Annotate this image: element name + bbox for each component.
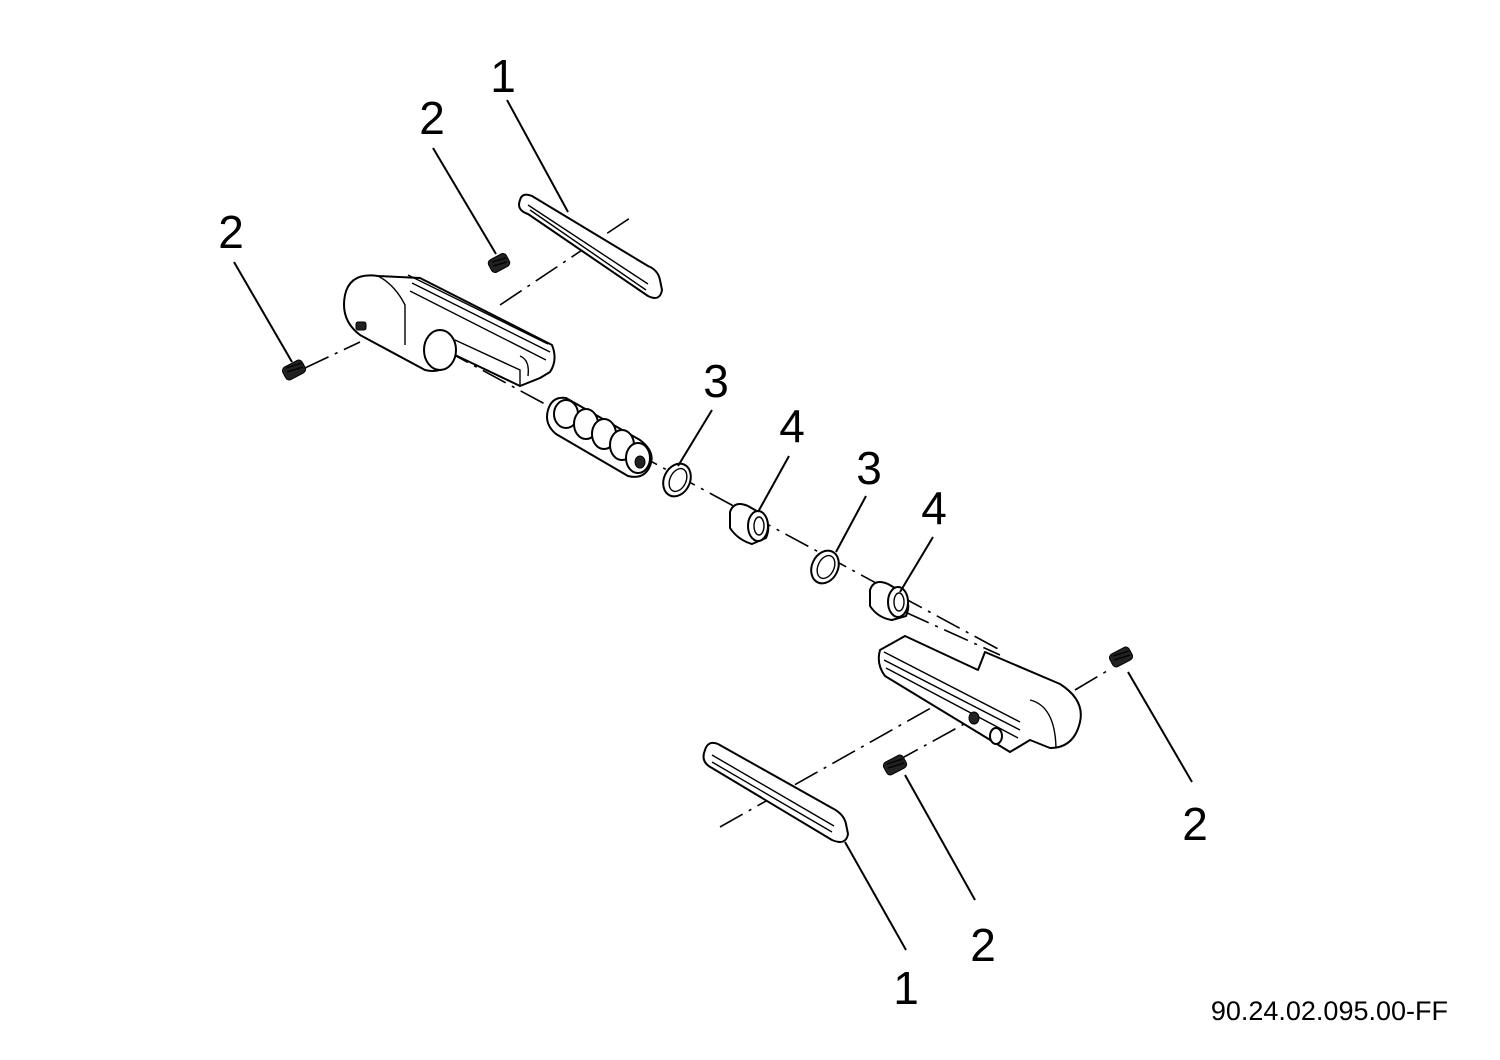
spring-stack xyxy=(546,396,653,478)
leader-lines xyxy=(233,99,1193,951)
callout-washer-b: 3 xyxy=(856,442,882,494)
lower-housing xyxy=(877,635,1082,753)
callout-labels: 1 2 2 3 4 3 4 2 2 1 xyxy=(218,50,1208,1014)
callout-gasket-bottom: 1 xyxy=(893,962,919,1014)
gasket-bottom xyxy=(702,741,849,843)
upper-housing xyxy=(343,274,556,387)
bushing-a xyxy=(729,503,770,545)
callout-screw-top-outer: 2 xyxy=(218,206,244,258)
set-screw-bottom-inner xyxy=(882,754,908,776)
callout-screw-bottom-inner: 2 xyxy=(970,919,996,971)
callout-screw-bottom-outer: 2 xyxy=(1182,798,1208,850)
gasket-top xyxy=(518,193,663,299)
washer-b xyxy=(810,549,840,585)
set-screw-bottom-outer xyxy=(1108,646,1134,668)
diagram-reference-code: 90.24.02.095.00-FF xyxy=(1211,996,1448,1026)
callout-bushing-b: 4 xyxy=(921,482,947,534)
callout-screw-top-inner: 2 xyxy=(419,92,445,144)
washer-a xyxy=(662,462,692,498)
bushing-b xyxy=(869,581,910,621)
callout-washer-a: 3 xyxy=(703,355,729,407)
set-screw-top-outer xyxy=(281,359,307,381)
set-screw-top-inner xyxy=(487,253,511,273)
callout-gasket-top: 1 xyxy=(490,50,516,102)
callout-bushing-a: 4 xyxy=(779,400,805,452)
